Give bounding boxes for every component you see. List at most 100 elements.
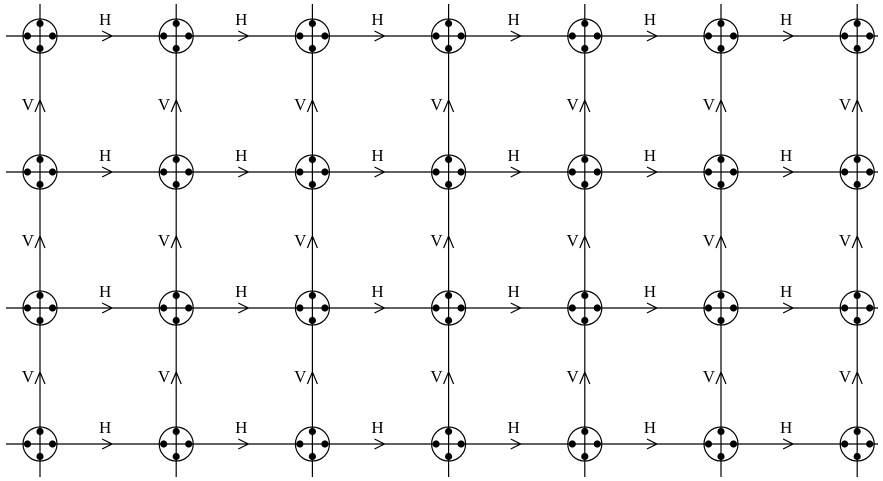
- node-ring: [703, 154, 739, 190]
- node-dot: [853, 19, 861, 28]
- node-dot: [593, 168, 601, 176]
- h-edge-label: H: [99, 282, 111, 301]
- node-dot: [704, 440, 713, 448]
- node-dot: [23, 168, 32, 176]
- h-arrow: [646, 302, 659, 314]
- h-edge-label: H: [644, 10, 656, 29]
- node-dot: [172, 427, 180, 436]
- node-ring: [839, 18, 875, 54]
- v-edge-label: V: [294, 367, 307, 386]
- node-dot: [185, 32, 193, 40]
- node-dot: [23, 32, 32, 40]
- v-edge-label: V: [839, 231, 852, 250]
- node-dot: [308, 291, 316, 300]
- node-r3-c3: [294, 290, 330, 326]
- node-dot: [581, 44, 589, 53]
- node-dot: [729, 32, 738, 40]
- node-dot: [308, 180, 316, 189]
- node-dot: [866, 304, 874, 312]
- node-dot: [36, 44, 44, 53]
- node-dot: [581, 452, 589, 461]
- node-ring: [431, 290, 467, 326]
- v-edge-label: V: [294, 231, 307, 250]
- h-edge-label: H: [371, 10, 383, 29]
- node-dot: [581, 155, 589, 164]
- v-arrow: [715, 234, 727, 249]
- h-arrow: [510, 438, 523, 450]
- node-dot: [172, 180, 180, 189]
- node-ring: [22, 290, 58, 326]
- node-dot: [717, 180, 725, 189]
- v-arrow: [170, 98, 182, 113]
- node-dot: [172, 155, 180, 164]
- node-dot: [48, 440, 57, 448]
- node-dot: [593, 32, 601, 40]
- node-dot: [729, 440, 738, 448]
- node-dot: [160, 168, 168, 176]
- node-dot: [48, 32, 57, 40]
- node-dot: [321, 440, 329, 448]
- node-ring: [22, 426, 58, 462]
- node-r2-c1: [22, 154, 58, 190]
- v-arrow: [34, 370, 46, 385]
- node-ring: [567, 154, 603, 190]
- node-dot: [445, 452, 453, 461]
- node-dot: [445, 180, 453, 189]
- node-dot: [432, 168, 440, 176]
- node-r3-c7: [839, 290, 875, 326]
- node-r2-c2: [158, 154, 194, 190]
- v-arrow: [306, 234, 318, 249]
- node-ring: [294, 290, 330, 326]
- node-ring: [839, 290, 875, 326]
- h-arrow: [510, 30, 523, 42]
- h-edge-label: H: [371, 146, 383, 165]
- node-dot: [432, 440, 440, 448]
- node-ring: [22, 18, 58, 54]
- h-edge-label: H: [780, 282, 792, 301]
- node-ring: [839, 426, 875, 462]
- h-arrow: [101, 438, 114, 450]
- node-dot: [704, 32, 713, 40]
- node-r3-c5: [567, 290, 603, 326]
- node-dot: [581, 291, 589, 300]
- node-dot: [296, 440, 304, 448]
- node-dot: [185, 304, 193, 312]
- v-edge-label: V: [158, 367, 171, 386]
- v-arrow: [851, 234, 863, 249]
- h-edge-label: H: [99, 10, 111, 29]
- node-dot: [841, 168, 849, 176]
- node-r3-c2: [158, 290, 194, 326]
- node-dot: [308, 44, 316, 53]
- node-ring: [294, 154, 330, 190]
- node-dot: [308, 427, 316, 436]
- h-edge-label: H: [780, 418, 792, 437]
- node-dot: [185, 168, 193, 176]
- node-dot: [841, 440, 849, 448]
- node-dot: [853, 155, 861, 164]
- node-dot: [48, 304, 57, 312]
- node-dot: [160, 304, 168, 312]
- node-dot: [296, 32, 304, 40]
- h-edge-label: H: [508, 282, 520, 301]
- node-ring: [567, 290, 603, 326]
- h-arrow: [238, 302, 250, 314]
- node-r1-c5: [567, 18, 603, 54]
- node-r4-c2: [158, 426, 194, 462]
- node-ring: [703, 426, 739, 462]
- v-edge-label: V: [703, 367, 716, 386]
- node-dot: [853, 316, 861, 325]
- node-ring: [294, 426, 330, 462]
- node-dot: [36, 316, 44, 325]
- h-arrow: [782, 302, 795, 314]
- node-dot: [445, 44, 453, 53]
- h-arrow: [101, 302, 114, 314]
- node-dot: [841, 32, 849, 40]
- h-edge-label: H: [644, 418, 656, 437]
- node-r4-c6: [703, 426, 739, 462]
- node-r3-c4: [431, 290, 467, 326]
- v-edge-label: V: [839, 367, 852, 386]
- v-arrow: [306, 98, 318, 113]
- node-dot: [445, 427, 453, 436]
- v-arrow: [443, 234, 455, 249]
